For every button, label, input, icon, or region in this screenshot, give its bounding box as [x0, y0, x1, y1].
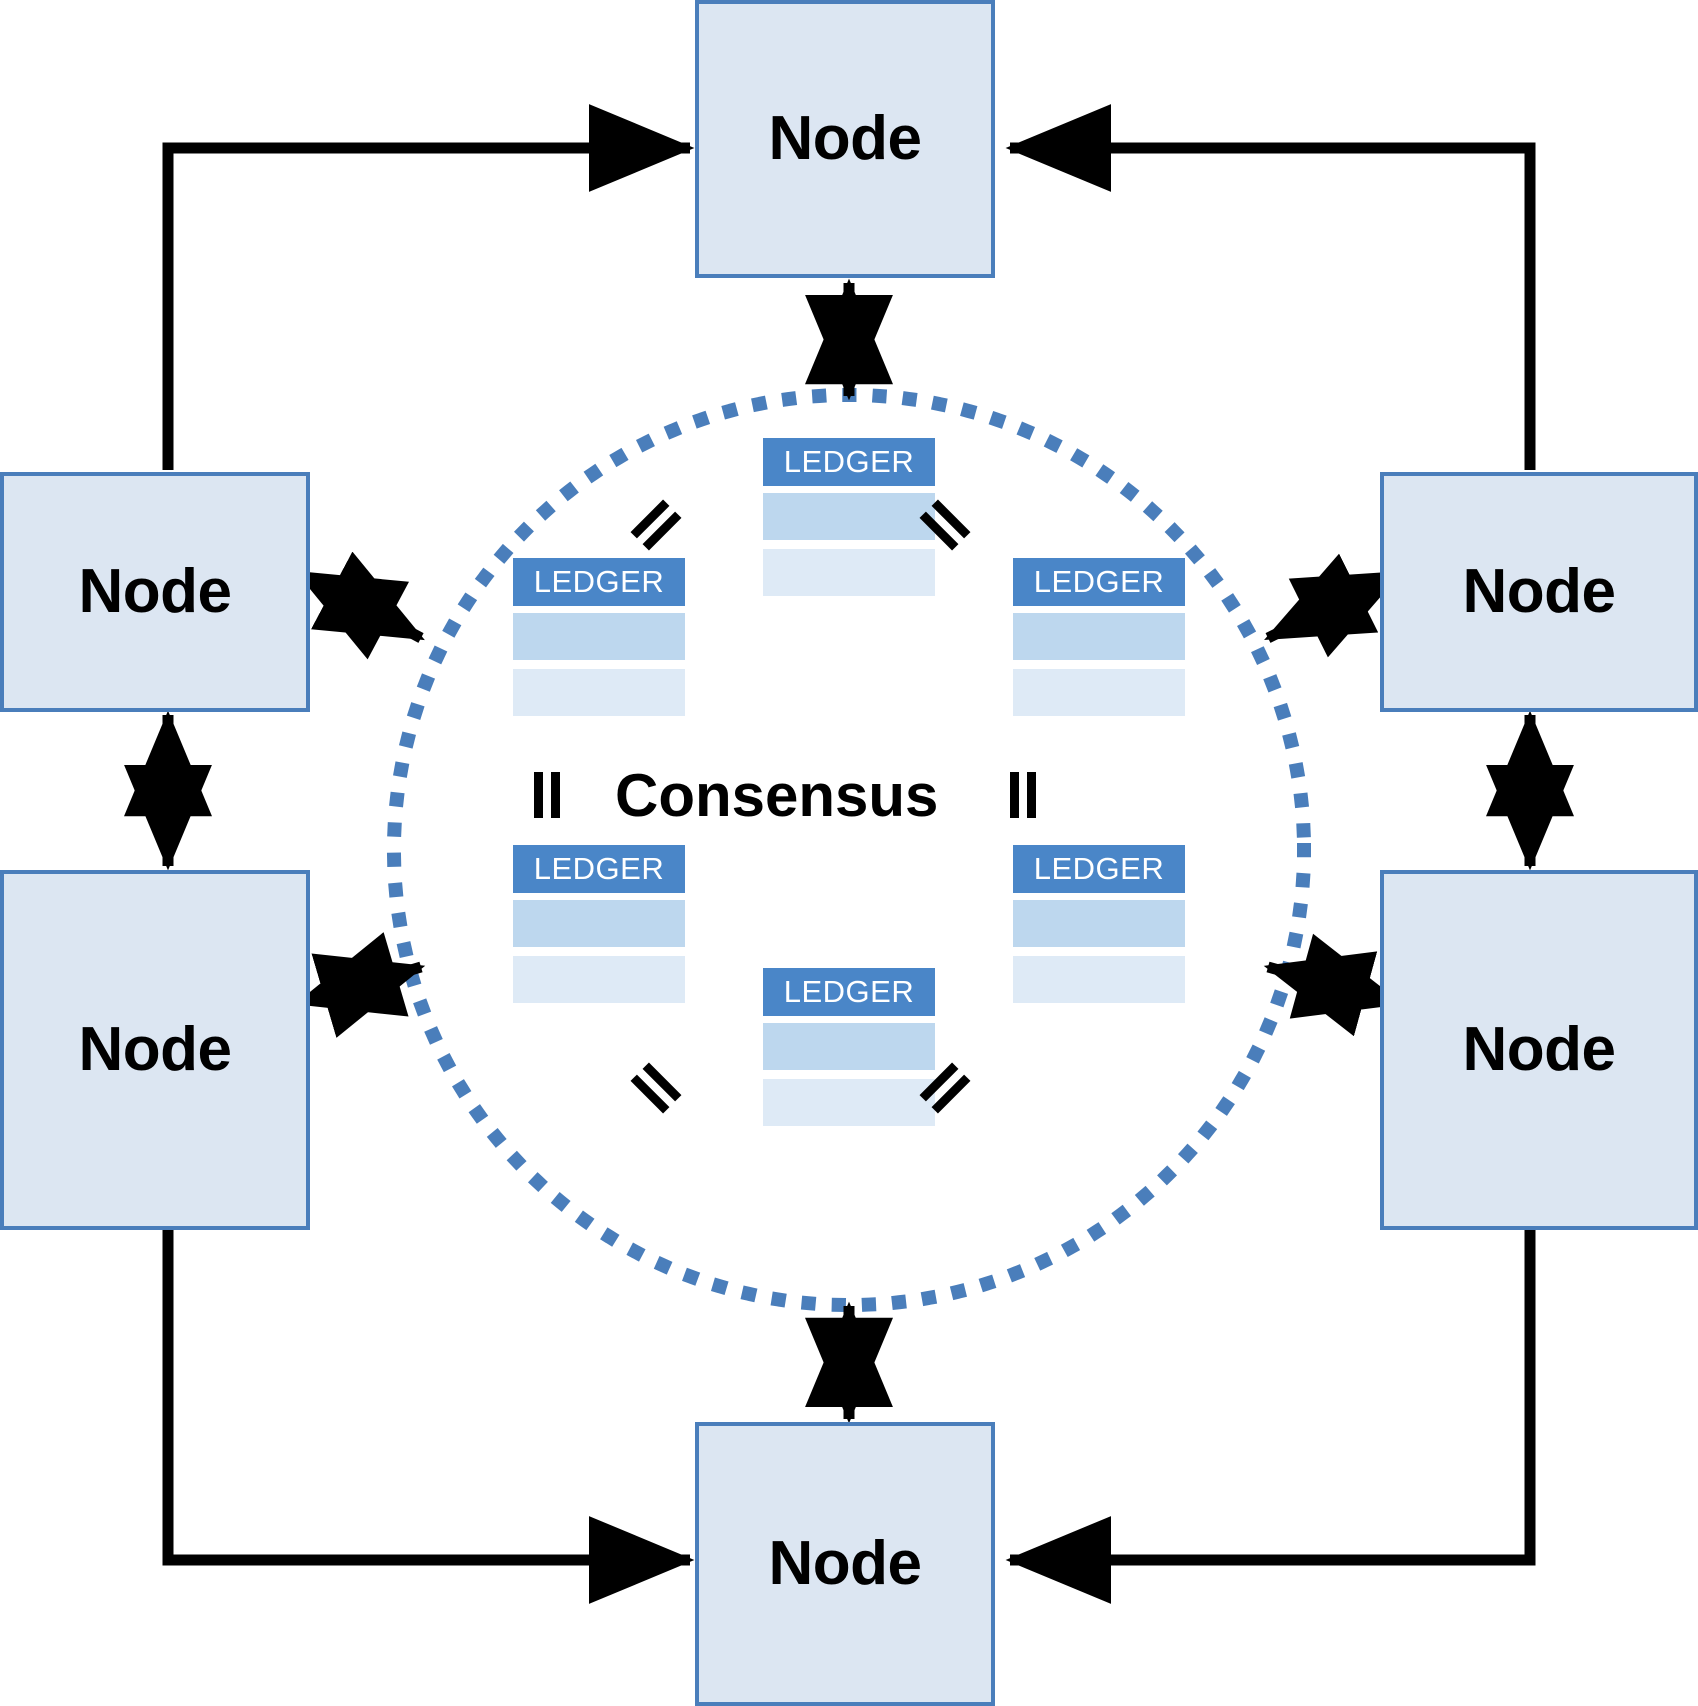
equals-middle-right-icon: [1008, 772, 1038, 818]
node-right-upper-label: Node: [1462, 557, 1617, 626]
node-top[interactable]: Node: [695, 0, 995, 278]
ledger-lower-left-row-1: [513, 900, 685, 947]
ledger-upper-right-row-2: [1013, 669, 1185, 716]
ledger-lower-left[interactable]: LEDGER: [513, 845, 685, 1003]
node-left-lower[interactable]: Node: [0, 870, 310, 1230]
ledger-upper-left-title: LEDGER: [513, 558, 685, 606]
conn-bottom-to-rightlower: [1005, 1230, 1536, 1604]
ledger-lower-left-title: LEDGER: [513, 845, 685, 893]
node-right-lower-label: Node: [1462, 1015, 1617, 1084]
ledger-bottom-row-2: [763, 1079, 935, 1126]
node-left-upper[interactable]: Node: [0, 472, 310, 712]
conn-left-lower-center: [294, 932, 426, 1038]
ledger-lower-right-row-2: [1013, 956, 1185, 1003]
ledger-bottom-row-1: [763, 1023, 935, 1070]
equals-bar-bottom: [534, 772, 543, 818]
ledger-upper-right[interactable]: LEDGER: [1013, 558, 1185, 716]
equals-bar-top: [1027, 772, 1036, 818]
ledger-upper-left-row-2: [513, 669, 685, 716]
ledger-upper-left[interactable]: LEDGER: [513, 558, 685, 716]
node-top-label: Node: [768, 104, 923, 173]
conn-top-to-rightupper: [1005, 104, 1536, 470]
node-left-upper-label: Node: [78, 557, 233, 626]
node-right-lower[interactable]: Node: [1380, 870, 1698, 1230]
conn-left-upper-center: [295, 551, 425, 660]
ledger-lower-right-title: LEDGER: [1013, 845, 1185, 893]
conn-right-upper-center: [1264, 553, 1403, 658]
node-left-lower-label: Node: [78, 1015, 233, 1084]
ledger-bottom[interactable]: LEDGER: [763, 968, 935, 1126]
ledger-lower-right[interactable]: LEDGER: [1013, 845, 1185, 1003]
ledger-top[interactable]: LEDGER: [763, 438, 935, 596]
ledger-top-row-1: [763, 493, 935, 540]
ledger-lower-right-row-1: [1013, 900, 1185, 947]
node-right-upper[interactable]: Node: [1380, 472, 1698, 712]
ledger-bottom-title: LEDGER: [763, 968, 935, 1016]
conn-right-lower-center: [1263, 933, 1404, 1037]
equals-middle-left-icon: [532, 772, 562, 818]
ledger-top-title: LEDGER: [763, 438, 935, 486]
ledger-top-row-2: [763, 549, 935, 596]
consensus-label: Consensus: [615, 762, 939, 829]
equals-bar-top: [551, 772, 560, 818]
ledger-lower-left-row-2: [513, 956, 685, 1003]
conn-leftupper-to-top: [162, 104, 695, 470]
equals-bar-bottom: [1010, 772, 1019, 818]
node-bottom[interactable]: Node: [695, 1422, 995, 1706]
ledger-upper-right-row-1: [1013, 613, 1185, 660]
ledger-upper-left-row-1: [513, 613, 685, 660]
ledger-upper-right-title: LEDGER: [1013, 558, 1185, 606]
node-bottom-label: Node: [768, 1529, 923, 1598]
conn-leftlower-to-bottom: [162, 1230, 695, 1604]
